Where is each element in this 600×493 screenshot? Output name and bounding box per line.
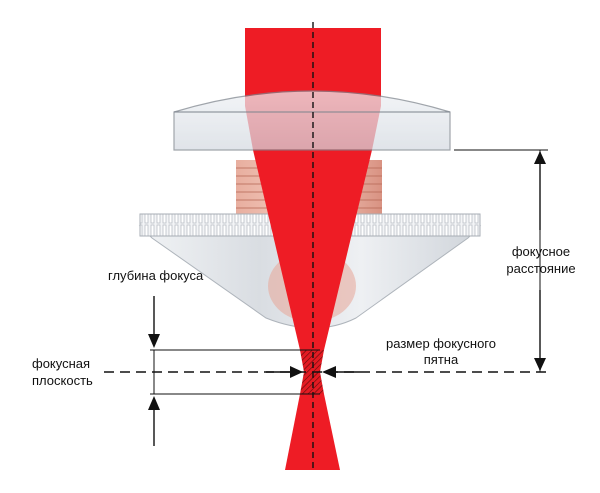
depth-of-focus-label: глубина фокуса xyxy=(108,268,204,283)
spot-size-label-line2: пятна xyxy=(423,352,459,367)
focal-distance-dimension xyxy=(454,149,548,372)
depth-of-focus-bracket xyxy=(150,349,320,395)
focal-distance-label-line2: расстояние xyxy=(506,261,576,276)
depth-of-focus-arrow-top xyxy=(148,296,160,348)
focal-plane-label-line2: плоскость xyxy=(32,373,93,388)
spot-size-arrow-right xyxy=(322,366,360,378)
spot-size-label-line1: размер фокусного xyxy=(386,336,496,351)
spot-size-arrow-left xyxy=(266,366,303,378)
focal-plane-label-line1: фокусная xyxy=(32,356,91,371)
focal-distance-label-line1: фокусное xyxy=(511,244,571,259)
depth-of-focus-arrow-bottom xyxy=(148,396,160,446)
focusing-lens xyxy=(173,90,451,151)
